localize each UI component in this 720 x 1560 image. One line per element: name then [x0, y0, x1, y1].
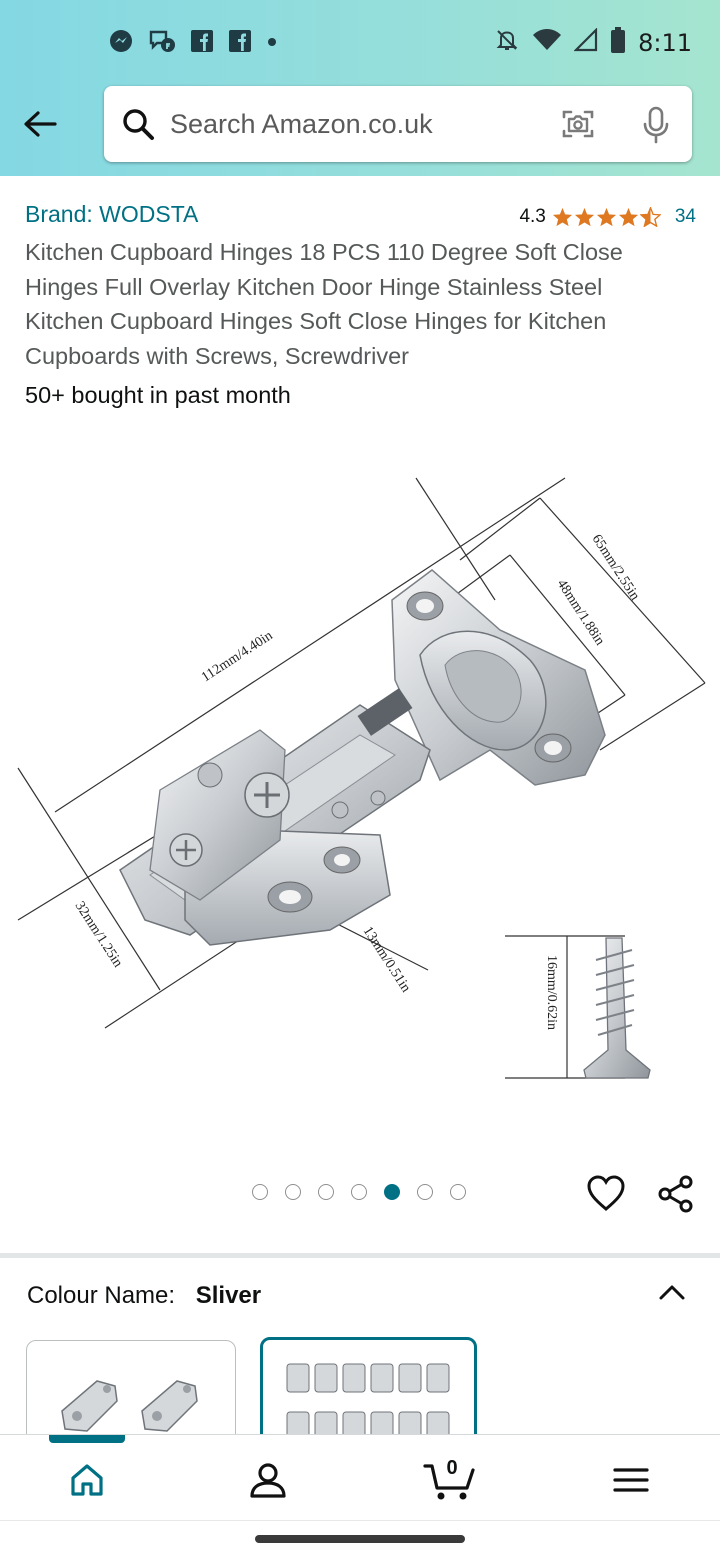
bottom-navigation: 0: [0, 1434, 720, 1520]
colour-label: Colour Name:: [27, 1282, 176, 1309]
nav-menu[interactable]: [606, 1455, 656, 1505]
gesture-area: [0, 1520, 720, 1560]
signal-icon: [573, 27, 598, 57]
facebook-icon: [228, 29, 252, 58]
facebook-icon: [190, 29, 214, 58]
star-full-icon: [596, 207, 616, 227]
star-full-icon: [618, 207, 638, 227]
carousel-dot[interactable]: [318, 1184, 334, 1200]
mute-icon: [494, 27, 520, 58]
carousel-dot[interactable]: [285, 1184, 301, 1200]
wifi-icon: [532, 28, 562, 57]
label-hole: 13mm/0.51in: [360, 924, 413, 995]
cart-count: 0: [446, 1457, 458, 1479]
hinge-diagram: 112mm/4.40in 65mm/2.55in 48mm/1.88in 32m…: [17, 477, 706, 1079]
heart-icon: [587, 1175, 625, 1211]
colour-swatch-option[interactable]: [26, 1340, 236, 1450]
share-button[interactable]: [656, 1174, 696, 1214]
nav-account[interactable]: [243, 1455, 293, 1505]
active-tab-indicator: [49, 1435, 125, 1443]
carousel-dot[interactable]: [450, 1184, 466, 1200]
gesture-handle[interactable]: [255, 1535, 465, 1543]
section-divider: [0, 1253, 720, 1258]
dot-icon: [266, 35, 278, 53]
microphone-icon[interactable]: [636, 104, 676, 151]
colour-value: Sliver: [195, 1282, 262, 1309]
product-title: Kitchen Cupboard Hinges 18 PCS 110 Degre…: [25, 239, 623, 369]
star-half-icon: [639, 207, 661, 227]
back-button[interactable]: [18, 102, 62, 146]
star-full-icon: [552, 207, 572, 227]
bought-badge: 50+ bought in past month: [25, 382, 291, 408]
nav-cart[interactable]: 0: [420, 1455, 480, 1505]
share-icon: [658, 1175, 693, 1213]
rating-count[interactable]: 34: [674, 206, 696, 227]
status-system: 8:11: [494, 26, 692, 59]
label-width-inner: 48mm/1.88in: [554, 577, 607, 648]
cart-icon: [423, 1464, 475, 1500]
carousel-dot[interactable]: [351, 1184, 367, 1200]
label-screw: 16mm/0.62in: [544, 955, 559, 1030]
search-input[interactable]: [170, 104, 530, 144]
carousel-dot-active[interactable]: [384, 1184, 400, 1200]
carousel-dot[interactable]: [252, 1184, 268, 1200]
nav-home[interactable]: [62, 1455, 112, 1505]
chat-icon: [148, 28, 176, 59]
colour-selector-header[interactable]: Colour Name: Sliver: [27, 1282, 261, 1310]
camera-icon[interactable]: [558, 104, 598, 149]
search-bar[interactable]: [104, 86, 692, 162]
collapse-button[interactable]: [656, 1280, 688, 1304]
wishlist-button[interactable]: [586, 1174, 626, 1214]
search-icon: [120, 106, 156, 147]
status-bar: 8:11: [0, 0, 720, 84]
messenger-icon: [108, 28, 134, 59]
carousel-dots[interactable]: [252, 1184, 466, 1200]
chevron-up-icon: [659, 1285, 685, 1300]
label-width-outer: 65mm/2.55in: [589, 532, 642, 603]
back-arrow-icon: [24, 111, 57, 137]
status-notifications: [108, 28, 278, 59]
swatch-thumbnail: [61, 1380, 198, 1432]
label-length: 112mm/4.40in: [199, 628, 276, 685]
swatch-thumbnail: [286, 1363, 450, 1441]
battery-icon: [610, 26, 626, 59]
home-icon: [71, 1464, 103, 1496]
carousel-dot[interactable]: [417, 1184, 433, 1200]
colour-swatch-selected[interactable]: [260, 1337, 477, 1447]
label-depth: 32mm/1.25in: [72, 899, 125, 970]
header: 8:11: [0, 0, 720, 176]
rating-value: 4.3: [519, 206, 546, 227]
menu-icon: [613, 1468, 649, 1492]
account-icon: [250, 1463, 286, 1498]
status-time: 8:11: [638, 28, 692, 57]
rating-summary[interactable]: 4.3 34: [519, 206, 696, 228]
product-image[interactable]: 112mm/4.40in 65mm/2.55in 48mm/1.88in 32m…: [0, 450, 720, 1110]
rating-stars: [552, 207, 661, 227]
brand-link[interactable]: Brand: WODSTA: [25, 201, 199, 227]
star-full-icon: [574, 207, 594, 227]
search-row: [0, 84, 720, 164]
